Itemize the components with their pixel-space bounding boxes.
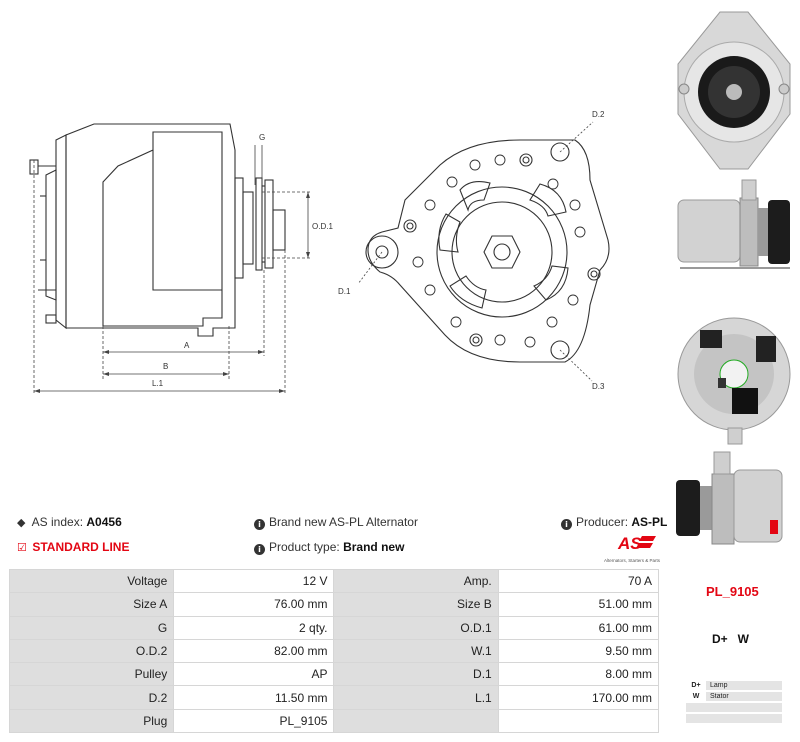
spec-value: 170.00 mm [497,685,660,710]
spec-label: W.1 [333,638,499,664]
spec-label: Amp. [333,568,499,594]
photo-front-view[interactable] [670,4,798,174]
label-l1: L.1 [152,379,164,388]
spec-label: Voltage [8,568,175,594]
producer: i Producer: AS-PL [561,515,667,530]
logo-tagline: Alternators, Starters & Parts [603,558,660,563]
spec-value: 76.00 mm [173,592,335,617]
legend-value [706,715,710,722]
label-od1: O.D.1 [312,222,333,231]
label-b: B [163,362,168,371]
spec-value: 12 V [173,568,335,594]
spec-label: L.1 [333,685,499,710]
legend-value: Lamp [710,682,728,689]
product-type-value: Brand new [343,540,405,554]
spec-value: 11.50 mm [173,685,335,710]
legend-key: W [686,692,706,701]
label-g: G [259,133,265,142]
spec-label: Plug [8,708,175,734]
label-d1: D.1 [338,287,351,296]
plug-code: PL_9105 [706,584,759,599]
info-icon: i [254,544,265,555]
product-type: i Product type: Brand new [254,540,404,555]
tag-icon: ◆ [17,517,26,529]
producer-label: Producer: [576,515,629,529]
product-type-label: Product type: [269,540,340,554]
spec-value: 70 A [497,568,660,594]
description: i Brand new AS-PL Alternator [254,515,418,530]
spec-value: AP [173,662,335,687]
spec-label: Size A [8,592,175,617]
spec-value: 2 qty. [173,615,335,640]
info-icon: i [254,519,265,530]
legend-row: W Stator [686,692,782,701]
plug-terminals: D+ W [712,632,750,646]
spec-label: Size B [333,592,499,617]
spec-value [497,708,660,734]
spec-label: O.D.1 [333,615,499,640]
spec-value: PL_9105 [173,708,335,734]
spec-value: 8.00 mm [497,662,660,687]
spec-label [333,708,499,734]
info-icon: i [561,519,572,530]
spec-label: G [8,615,175,640]
svg-text:AS: AS [617,534,642,553]
photo-rear-view[interactable] [670,300,798,448]
product-photos [668,0,800,560]
label-d3: D.3 [592,382,605,391]
photo-angle-view[interactable] [670,450,798,560]
as-index: ◆ AS index: A0456 [17,515,122,529]
spec-value: 51.00 mm [497,592,660,617]
label-d2: D.2 [592,110,605,119]
legend-key: D+ [686,681,706,690]
photo-side-view[interactable] [670,178,798,298]
legend-value: Stator [710,693,729,700]
description-text: Brand new AS-PL Alternator [269,515,418,529]
spec-value: 82.00 mm [173,638,335,664]
technical-drawing: G O.D.1 A B L.1 D.1 D.2 D.3 [29,110,610,395]
spec-label: D.2 [8,685,175,710]
standard-line: ☑ STANDARD LINE [17,540,129,554]
as-index-label: AS index: [31,515,84,529]
checkbox-icon: ☑ [17,542,27,554]
legend-row [686,714,782,723]
spec-label: O.D.2 [8,638,175,664]
legend-row [686,703,782,712]
spec-value: 9.50 mm [497,638,660,664]
spec-label: D.1 [333,662,499,687]
producer-value: AS-PL [631,515,668,529]
as-logo: AS Alternators, Starters & Parts [598,533,660,563]
legend-row: D+ Lamp [686,681,782,690]
label-a: A [184,341,190,350]
spec-label: Pulley [8,662,175,687]
as-logo-mark: AS [617,534,656,553]
as-index-value: A0456 [86,515,122,529]
spec-value: 61.00 mm [497,615,660,640]
legend-value [706,704,710,711]
standard-line-label: STANDARD LINE [32,540,130,554]
